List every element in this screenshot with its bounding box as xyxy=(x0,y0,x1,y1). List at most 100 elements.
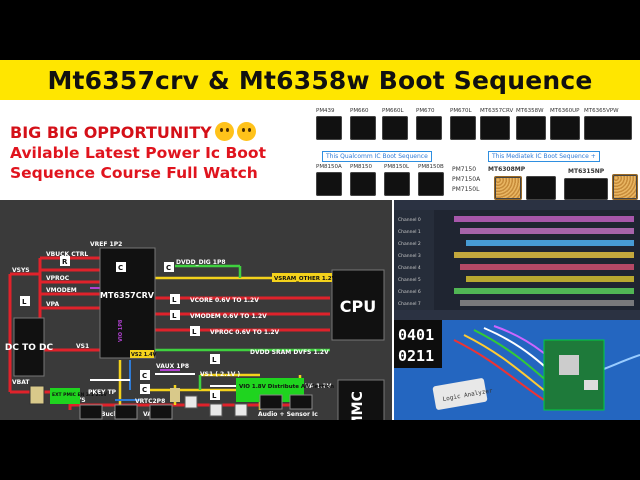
chip-top-8 xyxy=(584,116,632,140)
capacitor-label-3: C xyxy=(142,386,147,394)
chip-label-mid-1: PM8150 xyxy=(350,164,373,170)
channel-label: Channel 1 xyxy=(398,229,421,235)
gold-chip-1 xyxy=(494,176,522,200)
inductor-label-1: L xyxy=(172,296,177,304)
resistor-marker xyxy=(60,256,70,266)
chip-label-bottom-0: MT6308MP xyxy=(488,166,526,173)
va12-label: VA 1.2V xyxy=(305,383,332,390)
title-banner: Mt6357crv & Mt6358w Boot Sequence xyxy=(0,60,640,100)
channel-label: Channel 2 xyxy=(398,241,421,247)
chip-label-top-0: PM439 xyxy=(316,108,335,114)
chip-top-7 xyxy=(550,116,580,140)
chip-mid-0 xyxy=(316,172,342,196)
capacitor-marker-4 xyxy=(140,370,150,380)
channel-trace xyxy=(466,276,634,282)
channel-label: Channel 0 xyxy=(398,217,421,223)
emmc-label: EMMC xyxy=(350,391,366,420)
cpu-block xyxy=(331,269,385,341)
mediatek-tag: This Mediatek IC Boot Sequence + xyxy=(488,151,600,162)
chip-label-top-1: PM660 xyxy=(350,108,369,114)
chip-top-0 xyxy=(316,116,342,140)
lower-ic-blocks xyxy=(79,394,313,420)
thumbnail-content: Mt6357crv & Mt6358w Boot Sequence BIG BI… xyxy=(0,60,640,420)
crystal-marker xyxy=(170,388,180,402)
chip-top-5 xyxy=(480,116,510,140)
vcore-label: VCORE 0.6V TO 1.2V xyxy=(190,297,259,304)
chip-label-top-7: MT6360UP xyxy=(550,108,580,114)
vproc-voltage-label: VPROC 0.6V TO 1.2V xyxy=(210,329,280,336)
inductor-label-2: L xyxy=(172,312,177,320)
chip-top-2 xyxy=(382,116,408,140)
vaux-label: VAUX 1P8 xyxy=(156,363,189,370)
channel-label: Channel 7 xyxy=(398,301,421,307)
chip-label-side-0: PM7150 xyxy=(452,166,477,173)
chip-label-top-5: MT6357CRV xyxy=(480,108,514,114)
promo-line-1-text: BIG BIG OPPORTUNITY xyxy=(10,123,212,142)
chip-label-side-1: PM7150A xyxy=(452,176,481,183)
pkey-label: PKEY TP xyxy=(88,389,117,396)
inductor-marker-5 xyxy=(210,354,220,364)
chip-top-6 xyxy=(516,116,546,140)
chip-label-mid-3: PM8150B xyxy=(418,164,444,170)
thumbnail-title: Mt6357crv & Mt6358w Boot Sequence xyxy=(47,65,593,95)
promo-line-3: Sequence Course Full Watch xyxy=(10,164,258,182)
resistor-label: R xyxy=(62,258,68,266)
vsram-tag xyxy=(272,273,332,282)
chip-top-3 xyxy=(416,116,442,140)
capacitor-marker-3 xyxy=(140,384,150,394)
vbuck-ctrl-label: VBUCK CTRL xyxy=(46,251,88,258)
channel-label: Channel 3 xyxy=(398,253,421,259)
hardware-photo-scene: 0401 0211 Logic Analyzer xyxy=(394,320,640,420)
capacitor-label-2: C xyxy=(166,264,171,272)
meter-bottom-readout: 0211 xyxy=(398,347,434,365)
chip-top-1 xyxy=(350,116,376,140)
channel-trace xyxy=(460,300,634,306)
logic-analyzer-device xyxy=(432,378,488,410)
dc-dc-block xyxy=(13,317,45,377)
gold-chip-2 xyxy=(612,174,638,200)
vbat-label: VBAT xyxy=(12,379,30,386)
meter-top-readout: 0401 xyxy=(398,326,434,344)
emmc-block xyxy=(337,379,385,420)
vsram-label: VSRAM_OTHER 1.2V xyxy=(274,276,337,282)
chip-label-top-6: MT6358W xyxy=(516,108,544,114)
channel-trace xyxy=(460,228,634,234)
chip-mid-1 xyxy=(350,172,376,196)
cpu-label: CPU xyxy=(340,297,376,316)
vs1-voltage-label: VS1 ( 2.1V ) xyxy=(200,371,240,378)
dvdd-sram-label: DVDD SRAM DVFS 1.2V xyxy=(250,349,329,356)
capacitor-label-4: C xyxy=(142,372,147,380)
inductor-marker-2 xyxy=(170,310,180,320)
channel-trace xyxy=(466,240,634,246)
vsys-label: VSYS xyxy=(12,267,30,274)
capacitor-label-1: C xyxy=(118,264,123,272)
chip-label-mid-0: PM8150A xyxy=(316,164,342,170)
pmic-block xyxy=(99,247,156,359)
channel-label: Channel 4 xyxy=(398,265,421,271)
vs2-label: VS2 1.4V xyxy=(131,352,157,358)
capacitor-marker-1 xyxy=(116,262,126,272)
switch-blocks xyxy=(184,395,248,417)
chip-label-top-8: MT6365VPW xyxy=(584,108,619,114)
inductor-marker-6 xyxy=(210,390,220,400)
dc-dc-label: DC TO DC xyxy=(5,343,54,353)
promo-text-block: BIG BIG OPPORTUNITY Avilable Latest Powe… xyxy=(10,122,310,183)
chip-mid-3 xyxy=(418,172,444,196)
audio-sensor-label: Audio + Sensor Ic xyxy=(258,411,318,418)
chip-mid-6 xyxy=(564,178,608,200)
power-schematic: MT6357CRV CPU EMMC DC TO DC VBUCK CTRL V… xyxy=(0,200,392,420)
channel-trace xyxy=(454,216,634,222)
schematic-labels: VBUCK CTRL VPROC VSYS VMODEM VPA VS1 VBA… xyxy=(12,241,332,418)
chip-top-4 xyxy=(450,116,476,140)
vs1-label: VS1 xyxy=(76,343,89,350)
ext-buck-label: Ext Buck Ic xyxy=(88,411,126,418)
promo-line-1: BIG BIG OPPORTUNITY xyxy=(10,122,310,143)
schematic-diagram: MT6357CRV CPU EMMC DC TO DC VBUCK CTRL V… xyxy=(0,200,392,420)
channel-trace xyxy=(454,252,634,258)
hardware-photo: 0401 0211 Logic Analyzer xyxy=(394,320,640,420)
logic-analyzer-screen: Channel 0 Channel 1 Channel 2 Channel 3 Chan… xyxy=(394,200,640,320)
dvdd-lines xyxy=(155,264,330,390)
chip-label-bottom-1: MT6315NP xyxy=(568,168,605,175)
